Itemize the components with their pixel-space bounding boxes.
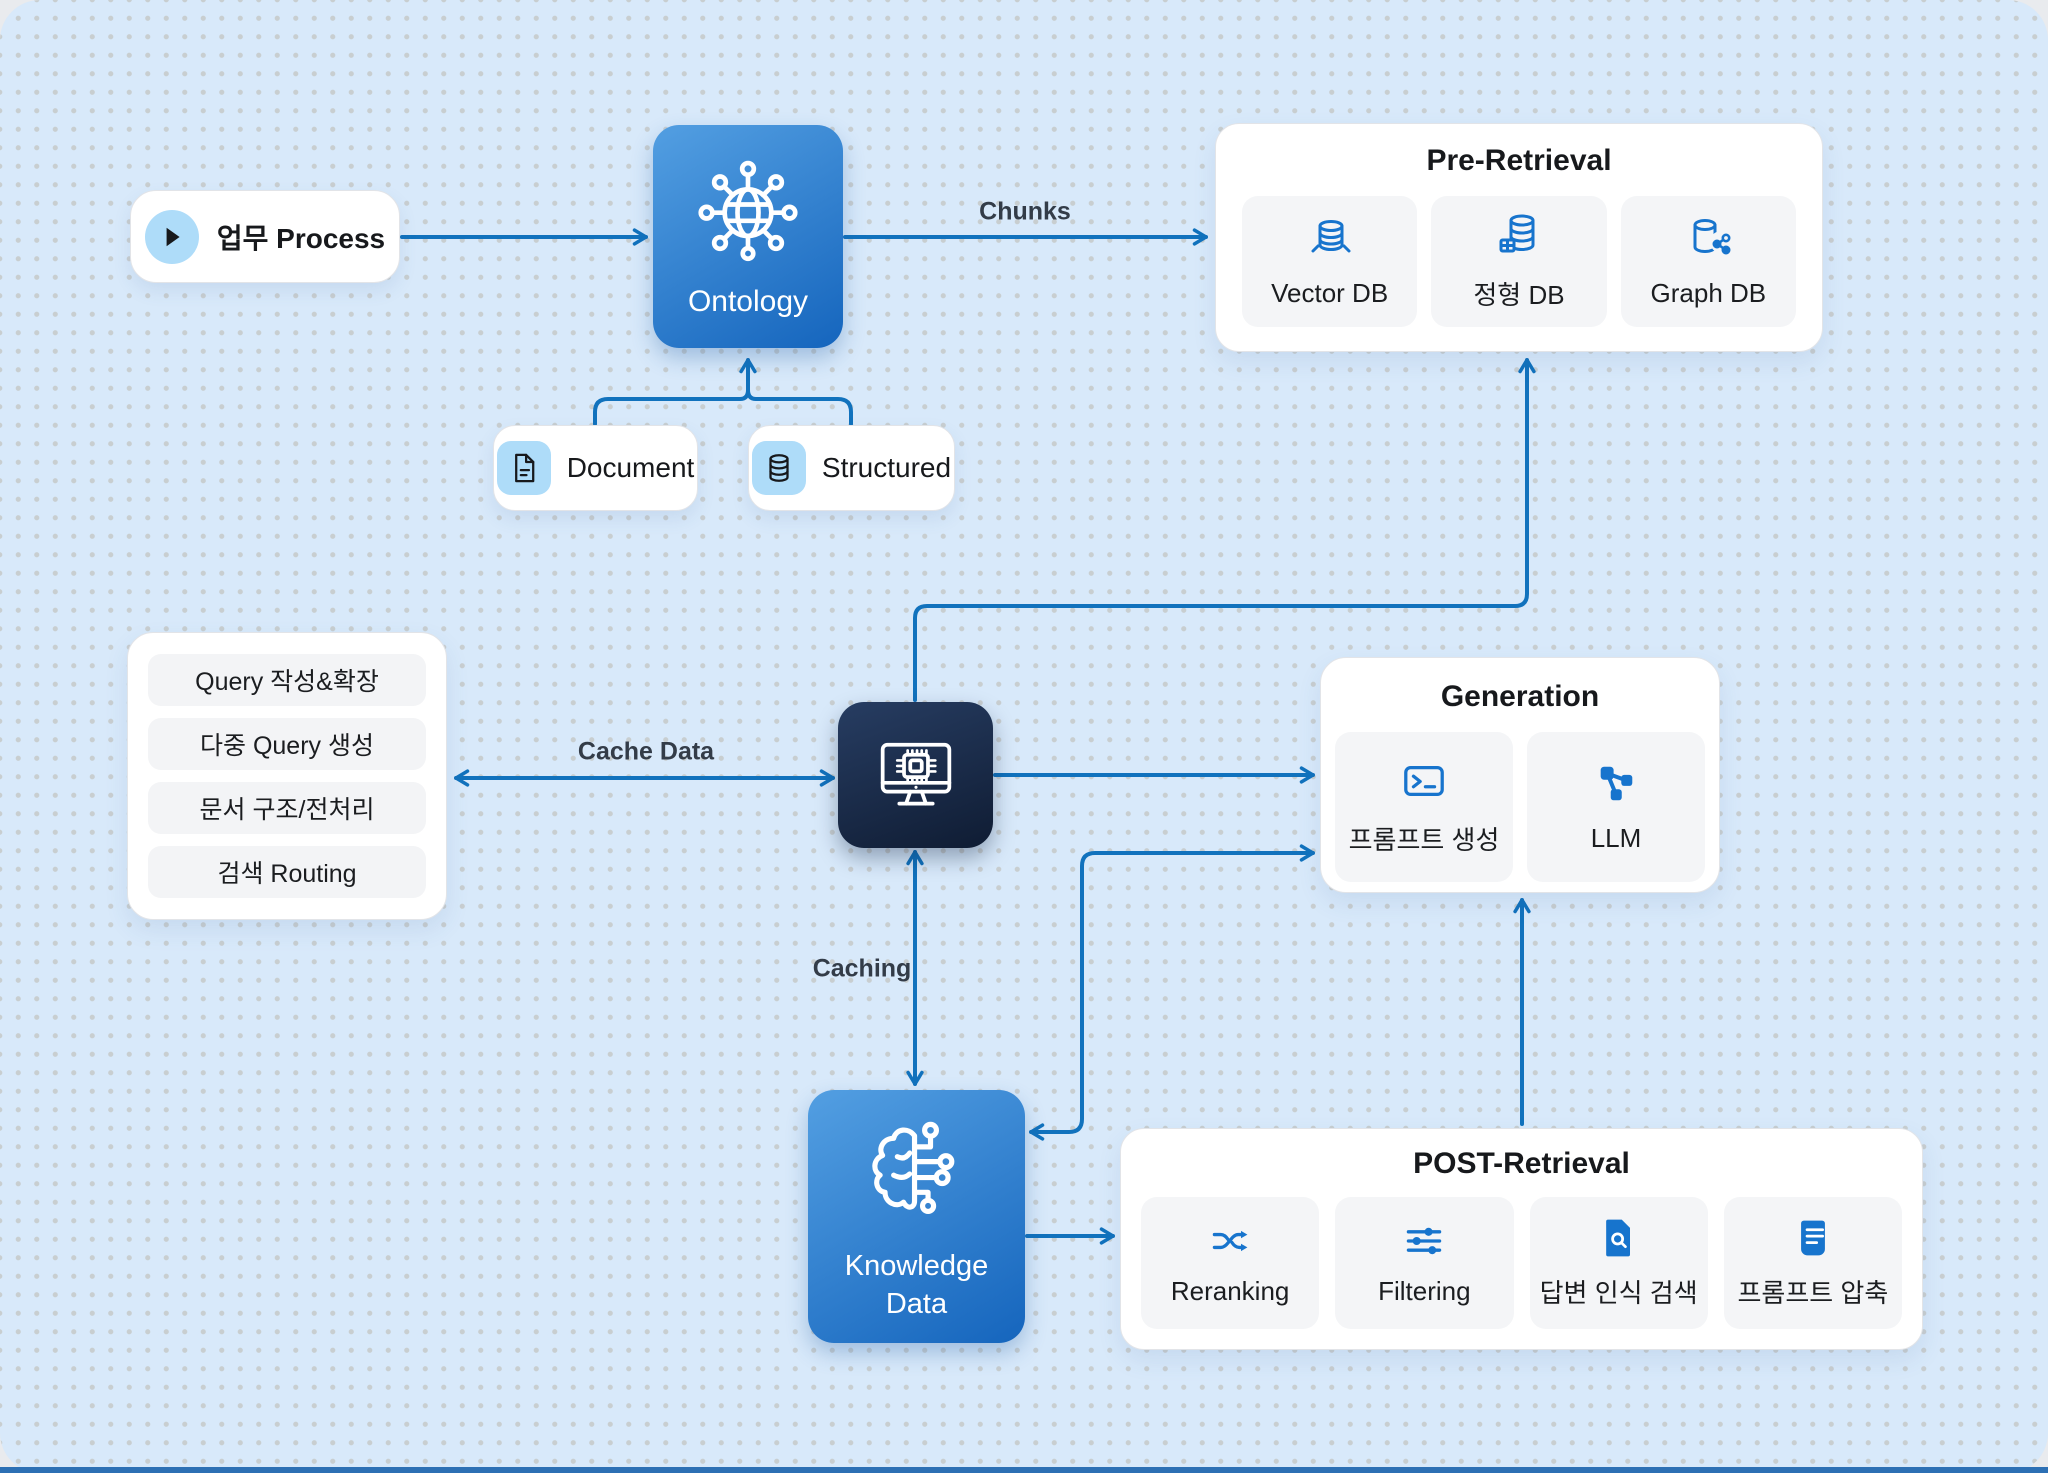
panel-query: Query 작성&확장 다중 Query 생성 문서 구조/전처리 검색 Rou… — [127, 632, 447, 920]
canvas-bottom-edge — [0, 1467, 2048, 1473]
sliders-icon — [1402, 1219, 1446, 1263]
edge-structured-to-ontology — [746, 388, 853, 426]
ontology-label: Ontology — [687, 285, 809, 318]
network-globe-icon — [692, 152, 804, 264]
edge-engine-to-preretrieval — [913, 358, 1536, 702]
card-graph-db: Graph DB — [1620, 196, 1796, 327]
node-structured: Structured — [748, 425, 955, 511]
card-filtering: Filtering — [1335, 1197, 1514, 1329]
node-knowledge-data: Knowledge Data — [808, 1090, 1025, 1343]
panel-post-retrieval: POST-Retrieval Reranking — [1120, 1128, 1923, 1350]
prompt-compression-label: 프롬프트 압축 — [1737, 1278, 1889, 1308]
generation-title: Generation — [1440, 680, 1600, 713]
card-structured-db: 정형 DB — [1431, 196, 1607, 327]
edge-document-to-ontology — [593, 358, 757, 426]
graph-db-icon — [1684, 214, 1733, 262]
pre-retrieval-title: Pre-Retrieval — [1426, 144, 1612, 177]
edge-label-chunks: Chunks — [979, 197, 1071, 226]
terminal-icon — [1401, 758, 1447, 804]
vector-db-label: Vector DB — [1271, 278, 1389, 308]
panel-generation: Generation 프롬프트 생성 — [1320, 657, 1720, 893]
structured-label: Structured — [821, 452, 952, 483]
query-item-3: 문서 구조/전처리 — [148, 782, 426, 834]
document-icon — [496, 441, 551, 495]
edge-label-cache-data: Cache Data — [577, 737, 715, 766]
node-cache-engine — [838, 702, 993, 848]
edge-label-caching: Caching — [812, 954, 912, 983]
knowledge-label-line2: Data — [885, 1287, 948, 1320]
graph-db-label: Graph DB — [1650, 278, 1767, 308]
process-label: 업무 Process — [216, 222, 386, 254]
doc-search-icon — [1597, 1216, 1641, 1260]
query-item-1: Query 작성&확장 — [148, 654, 426, 706]
node-ontology: Ontology — [653, 125, 843, 348]
post-retrieval-title: POST-Retrieval — [1413, 1147, 1630, 1180]
card-vector-db: Vector DB — [1242, 196, 1418, 327]
play-icon — [144, 209, 199, 264]
card-llm: LLM — [1527, 732, 1705, 882]
shuffle-icon — [1208, 1219, 1252, 1263]
query-item-4: 검색 Routing — [148, 846, 426, 898]
knowledge-label-line1: Knowledge — [844, 1249, 989, 1282]
node-document: Document — [493, 425, 698, 511]
brain-circuit-icon — [858, 1110, 976, 1228]
query-item-2: 다중 Query 생성 — [148, 718, 426, 770]
knowledge-data-label: Knowledge Data — [845, 1248, 989, 1323]
document-label: Document — [566, 452, 695, 483]
node-process: 업무 Process — [130, 190, 400, 283]
database-icon — [751, 441, 806, 495]
llm-label: LLM — [1590, 822, 1642, 853]
vector-db-icon — [1306, 214, 1354, 262]
panel-pre-retrieval: Pre-Retrieval Vector DB — [1215, 123, 1823, 352]
answer-aware-search-label: 답변 인식 검색 — [1539, 1278, 1698, 1308]
cpu-monitor-icon — [866, 725, 966, 825]
card-prompt-compression: 프롬프트 압축 — [1723, 1197, 1902, 1329]
share-nodes-icon — [1593, 761, 1639, 807]
reranking-label: Reranking — [1170, 1276, 1290, 1306]
card-reranking: Reranking — [1141, 1197, 1320, 1329]
edge-knowledge-generation — [1029, 844, 1315, 1141]
structured-db-label: 정형 DB — [1473, 280, 1565, 310]
filtering-label: Filtering — [1378, 1276, 1471, 1306]
prompt-generation-label: 프롬프트 생성 — [1348, 824, 1500, 855]
note-lines-icon — [1791, 1216, 1835, 1260]
card-answer-aware-search: 답변 인식 검색 — [1529, 1197, 1708, 1329]
structured-db-icon — [1495, 211, 1543, 259]
card-prompt-generation: 프롬프트 생성 — [1335, 732, 1513, 882]
